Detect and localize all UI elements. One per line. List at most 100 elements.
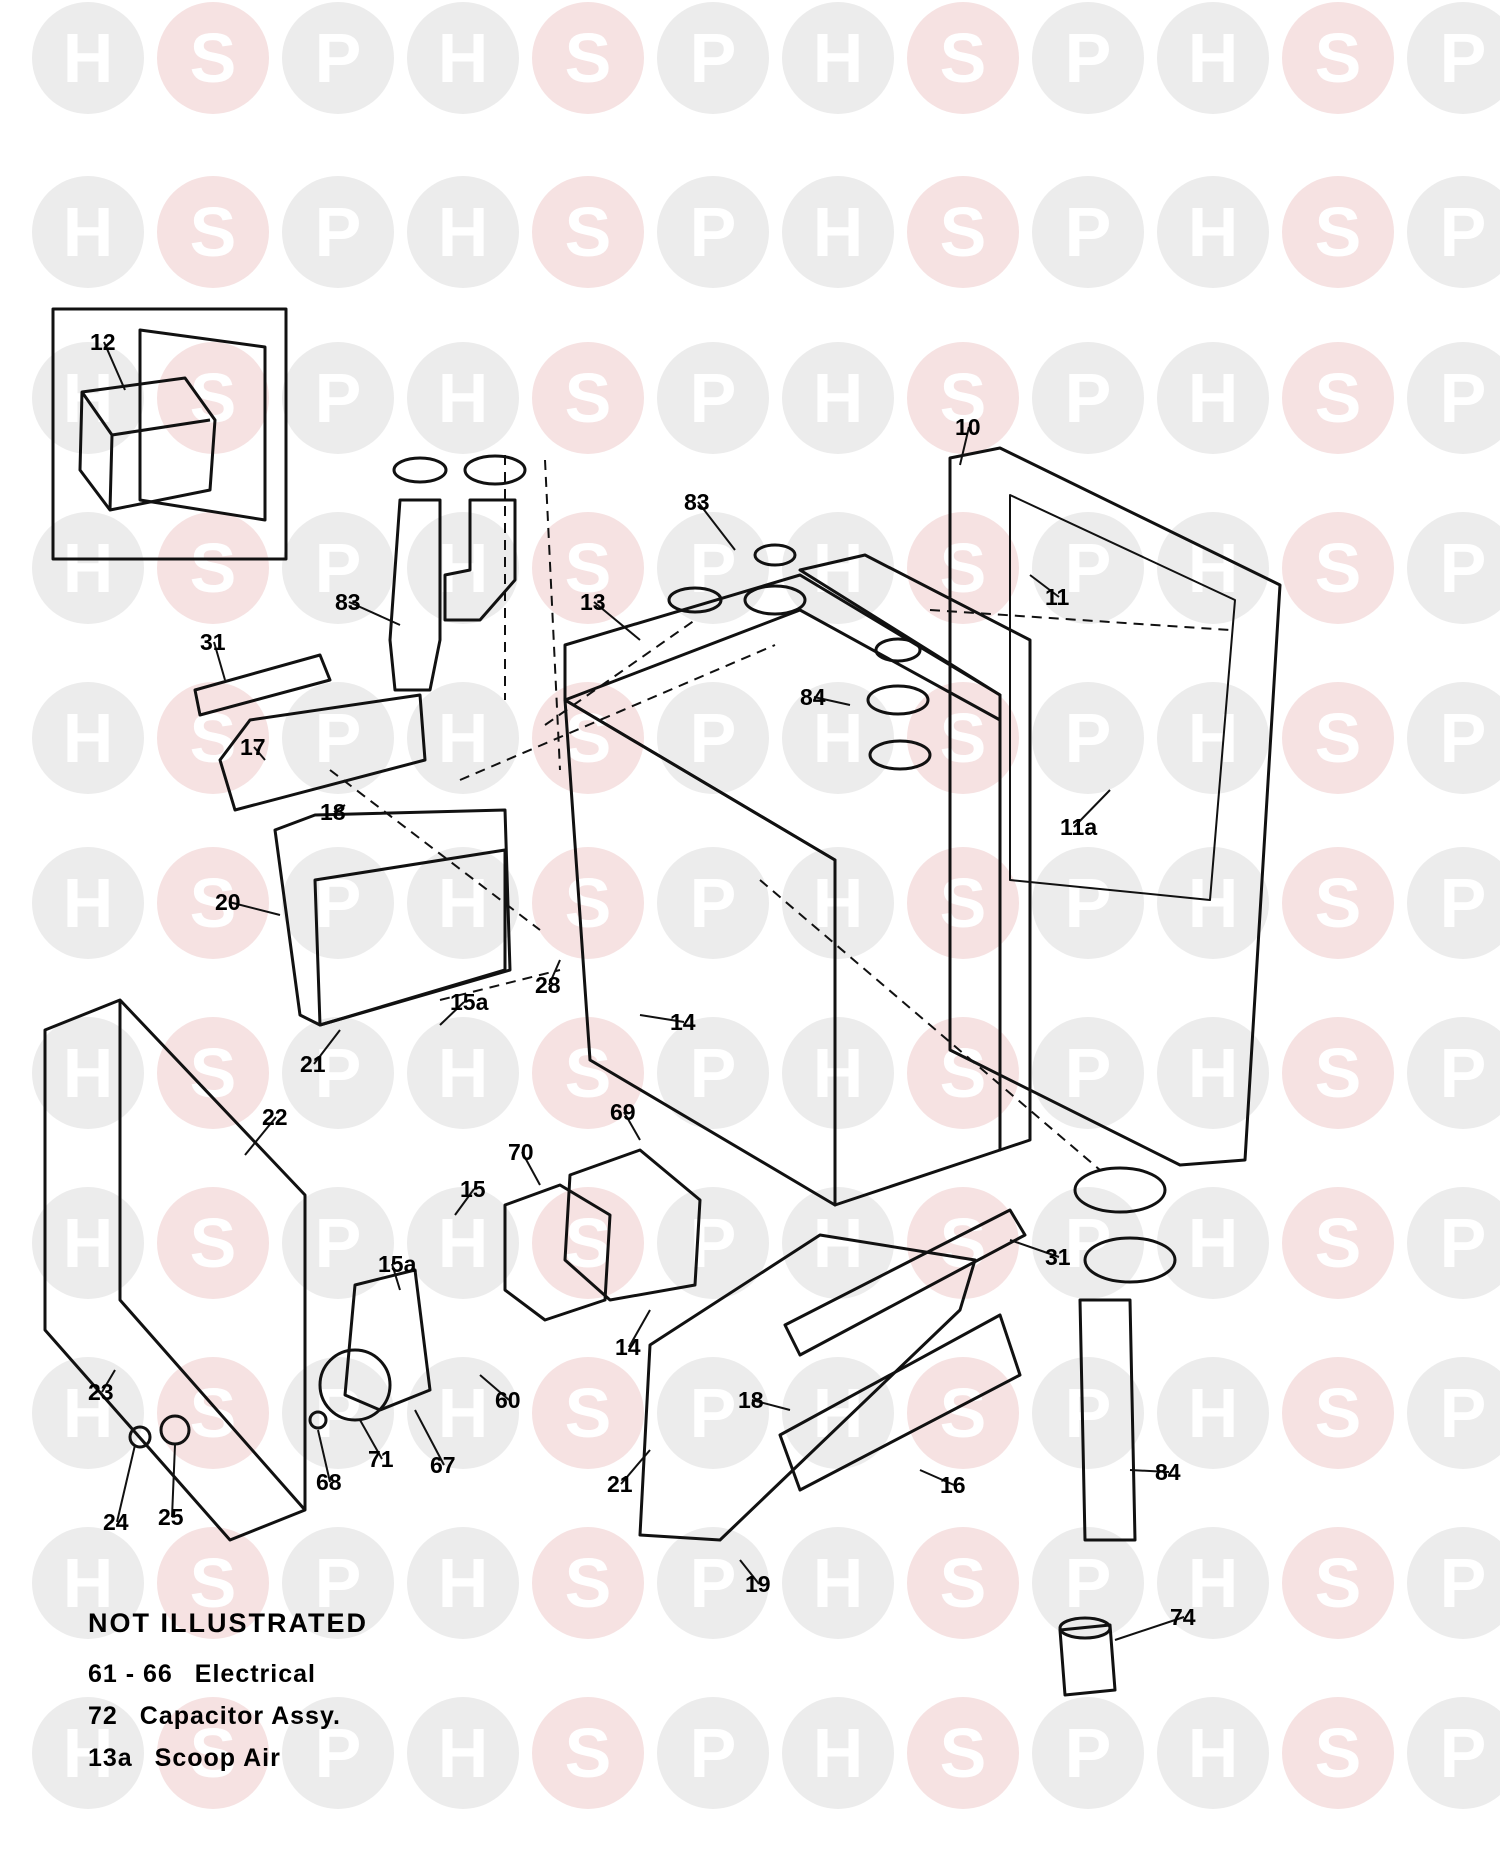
part-label-17: 17 bbox=[240, 734, 266, 760]
inset-flue-box-edge bbox=[80, 391, 211, 511]
watermark-circle bbox=[907, 2, 1019, 114]
watermark-circle bbox=[32, 2, 144, 114]
lower-panel bbox=[638, 1233, 977, 1542]
part-label-24: 24 bbox=[103, 1509, 129, 1535]
watermark-letter: S bbox=[940, 864, 987, 942]
watermark-letter: S bbox=[1315, 699, 1362, 777]
watermark-letter: P bbox=[1065, 529, 1112, 607]
bracket-16 bbox=[778, 1313, 1022, 1492]
main-casing-front-face bbox=[563, 698, 837, 1207]
leader-line bbox=[391, 1263, 401, 1291]
watermark-circle bbox=[657, 342, 769, 454]
casing-top-edge bbox=[564, 608, 1001, 722]
watermark-circle bbox=[1032, 1527, 1144, 1639]
watermark-letter: H bbox=[63, 19, 114, 97]
part-label-23: 23 bbox=[88, 1379, 114, 1405]
watermark-letter: P bbox=[690, 1714, 737, 1792]
part-label-19: 19 bbox=[745, 1571, 771, 1597]
leader-line bbox=[593, 601, 641, 641]
watermark-circle bbox=[782, 847, 894, 959]
watermark-circle bbox=[532, 1527, 644, 1639]
watermark-circle bbox=[407, 1017, 519, 1129]
watermark-circle bbox=[907, 342, 1019, 454]
pipe-elbow bbox=[443, 498, 517, 622]
part-label-60: 60 bbox=[495, 1387, 521, 1413]
part-label-11a: 11a bbox=[1060, 814, 1097, 840]
watermark-letter: P bbox=[690, 1034, 737, 1112]
watermark-circle bbox=[282, 342, 394, 454]
watermark-letter: P bbox=[315, 1544, 362, 1622]
watermark-circle bbox=[1032, 512, 1144, 624]
watermark-circle bbox=[532, 1357, 644, 1469]
watermark-circle bbox=[32, 512, 144, 624]
leader-line bbox=[213, 641, 226, 681]
watermark-circle bbox=[1157, 1357, 1269, 1469]
watermark-letter: S bbox=[565, 19, 612, 97]
watermark-circle bbox=[907, 1357, 1019, 1469]
cap-74 bbox=[1058, 1623, 1117, 1697]
watermark-circle bbox=[282, 1527, 394, 1639]
watermark-circle bbox=[1032, 847, 1144, 959]
part-label-13: 13 bbox=[580, 589, 606, 615]
watermark-letter: P bbox=[690, 699, 737, 777]
watermark-letter: P bbox=[1065, 864, 1112, 942]
watermark-circle bbox=[407, 2, 519, 114]
watermark-letter: S bbox=[1315, 1204, 1362, 1282]
watermark-letter: P bbox=[315, 1714, 362, 1792]
watermark-letter: H bbox=[813, 1544, 864, 1622]
watermark-circle bbox=[657, 682, 769, 794]
watermark-circle bbox=[1282, 1187, 1394, 1299]
watermark-circle bbox=[1407, 512, 1500, 624]
watermark-letter: H bbox=[63, 699, 114, 777]
watermark-letter: H bbox=[813, 1034, 864, 1112]
watermark-circle bbox=[1157, 1017, 1269, 1129]
watermark-letter: H bbox=[1188, 359, 1239, 437]
watermark-circle bbox=[1282, 847, 1394, 959]
watermark-letter: S bbox=[565, 529, 612, 607]
motor-69 bbox=[563, 1148, 702, 1302]
watermark-letter: H bbox=[63, 193, 114, 271]
watermark-letter: S bbox=[190, 19, 237, 97]
watermark-letter: S bbox=[1315, 19, 1362, 97]
not-illustrated-title: NOT ILLUSTRATED bbox=[88, 1608, 368, 1638]
watermark-letter: S bbox=[565, 864, 612, 942]
watermark-circle bbox=[1282, 1527, 1394, 1639]
watermark-circle bbox=[1407, 1017, 1500, 1129]
leader-line bbox=[739, 1559, 760, 1585]
watermark-circle bbox=[32, 1527, 144, 1639]
watermark-letter: H bbox=[438, 864, 489, 942]
watermark-circle bbox=[32, 1187, 144, 1299]
part-label-68: 68 bbox=[316, 1469, 342, 1495]
part-label-67: 67 bbox=[430, 1452, 456, 1478]
fitting-84-nut-2 bbox=[868, 739, 932, 771]
part-label-21: 21 bbox=[300, 1051, 326, 1077]
back-panel-inner bbox=[1009, 494, 1236, 901]
watermark-circle bbox=[157, 2, 269, 114]
pipe-84-nut-1 bbox=[1073, 1166, 1167, 1214]
leader-line bbox=[333, 804, 346, 813]
watermark-letter: S bbox=[565, 193, 612, 271]
watermark-circle bbox=[782, 1187, 894, 1299]
watermark-circle bbox=[157, 1697, 269, 1809]
watermark-letter: H bbox=[813, 864, 864, 942]
watermark-letter: P bbox=[1440, 1544, 1487, 1622]
pipe-nut-1 bbox=[392, 456, 448, 484]
watermark-letter: H bbox=[813, 1204, 864, 1282]
watermark-letter: H bbox=[438, 1714, 489, 1792]
watermark-circle bbox=[157, 1017, 269, 1129]
screw-24 bbox=[128, 1425, 152, 1449]
watermark-letter: H bbox=[1188, 193, 1239, 271]
watermark-letter: H bbox=[1188, 19, 1239, 97]
watermark-circle bbox=[1282, 1357, 1394, 1469]
watermark-letter: S bbox=[1315, 1714, 1362, 1792]
not-illustrated-item: 72 Capacitor Assy. bbox=[88, 1702, 341, 1731]
watermark-letter: S bbox=[565, 699, 612, 777]
watermark-circle bbox=[282, 1697, 394, 1809]
watermark-letter: H bbox=[63, 1034, 114, 1112]
watermark-letter: S bbox=[1315, 1544, 1362, 1622]
watermark-letter: H bbox=[1188, 1374, 1239, 1452]
control-box bbox=[273, 808, 512, 1027]
watermark-circle bbox=[907, 682, 1019, 794]
screw-68 bbox=[308, 1410, 328, 1430]
